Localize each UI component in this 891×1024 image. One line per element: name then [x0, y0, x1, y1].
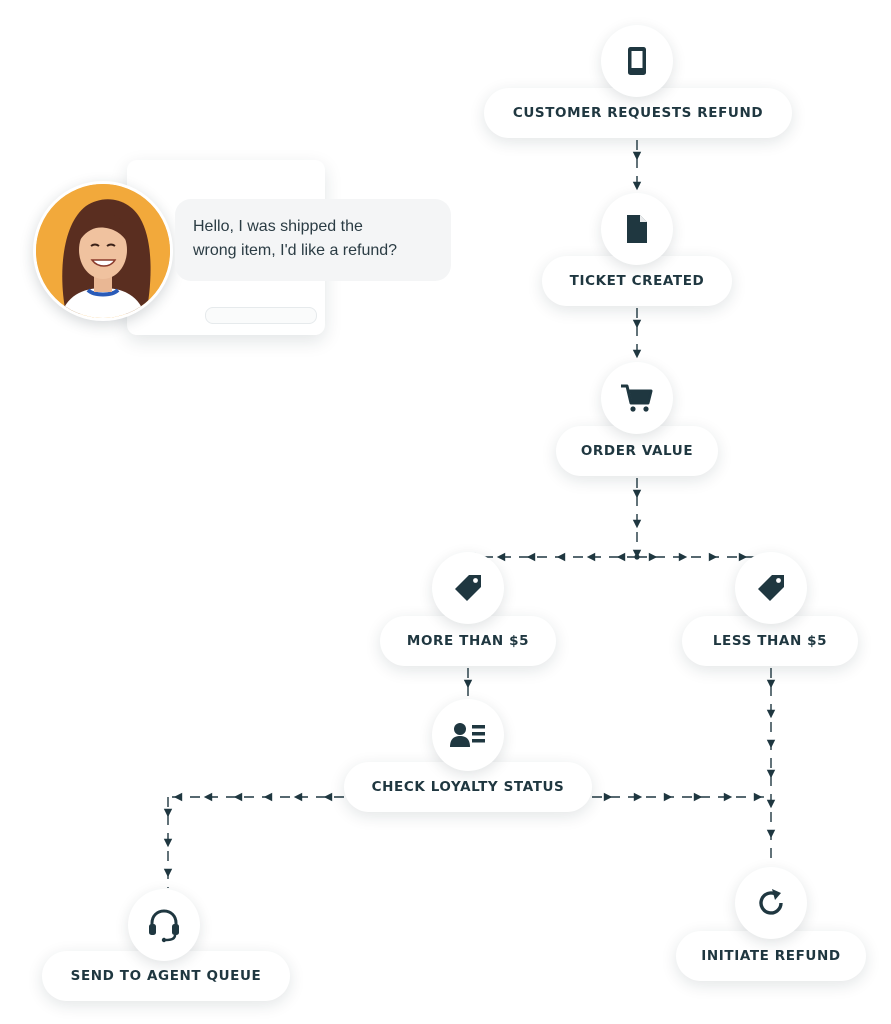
connector-arrowhead [163, 808, 173, 818]
connector-arrowhead [766, 769, 776, 779]
smartphone-icon [601, 25, 673, 97]
connector-junction [634, 554, 640, 560]
connector-arrowhead [556, 552, 566, 562]
connector-arrowhead [616, 552, 626, 562]
connector-arrowhead [293, 792, 303, 802]
refresh-icon [735, 867, 807, 939]
document-icon [601, 193, 673, 265]
connector-arrowhead [766, 829, 776, 839]
chat-message-line-1: Hello, I was shipped the [193, 218, 363, 235]
connector-arrowhead [173, 792, 183, 802]
connector-arrowhead [632, 349, 642, 359]
connector-arrowhead [632, 319, 642, 329]
node-initiate-refund: INITIATE REFUND [676, 931, 866, 981]
connector-arrowhead [766, 679, 776, 689]
price-tag-icon [432, 552, 504, 624]
chat-input[interactable] [205, 307, 317, 324]
connector-arrowhead [163, 868, 173, 878]
connector-arrowhead [708, 552, 718, 562]
connector-arrowhead [766, 739, 776, 749]
connector-arrowhead [632, 519, 642, 529]
connector-arrowhead [233, 792, 243, 802]
connector-arrowhead [663, 792, 673, 802]
connector-arrowhead [496, 552, 506, 562]
connector-arrowhead [693, 792, 703, 802]
connector-arrowhead [678, 552, 688, 562]
connector-arrowhead [526, 552, 536, 562]
connector-arrowhead [753, 792, 763, 802]
price-tag-icon [735, 552, 807, 624]
connector-arrowhead [586, 552, 596, 562]
connector-arrowhead [766, 799, 776, 809]
connector-arrowhead [738, 552, 748, 562]
shopping-cart-icon [601, 362, 673, 434]
connector-arrowhead [603, 792, 613, 802]
connector-arrowhead [263, 792, 273, 802]
node-send-to-agent-queue: SEND TO AGENT QUEUE [42, 951, 290, 1001]
profile-card-icon [432, 699, 504, 771]
node-more-than: MORE THAN $5 [380, 616, 556, 666]
node-customer-requests-refund: CUSTOMER REQUESTS REFUND [484, 88, 792, 138]
node-order-value: ORDER VALUE [556, 426, 718, 476]
connector-arrowhead [163, 838, 173, 848]
chat-message-line-2: wrong item, I'd like a refund? [193, 242, 398, 259]
connector-arrowhead [463, 679, 473, 689]
connector-arrowhead [633, 792, 643, 802]
connector-arrowhead [323, 792, 333, 802]
connector-arrowhead [632, 181, 642, 191]
headset-icon [128, 889, 200, 961]
node-less-than: LESS THAN $5 [682, 616, 858, 666]
connector-arrowhead [632, 489, 642, 499]
connector-arrowhead [766, 709, 776, 719]
connector-arrowhead [723, 792, 733, 802]
connector-arrowhead [632, 151, 642, 161]
chat-message-bubble: Hello, I was shipped the wrong item, I'd… [175, 199, 451, 281]
customer-avatar [33, 181, 173, 321]
connector-arrowhead [203, 792, 213, 802]
connector-arrowhead [632, 549, 642, 559]
connector-arrowhead [648, 552, 658, 562]
